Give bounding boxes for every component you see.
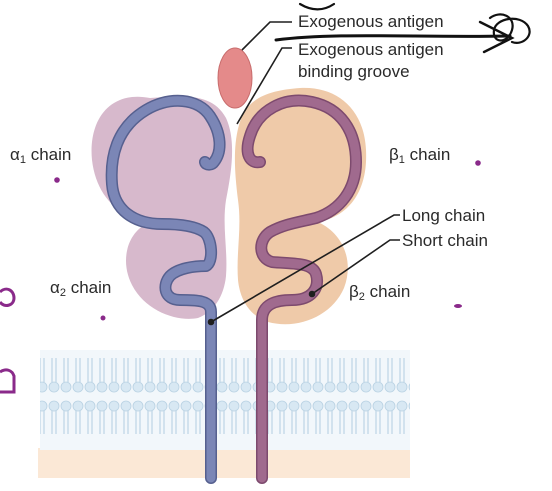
alpha2-sub: 2 [60, 287, 66, 299]
exogenous-antigen-label: Exogenous antigen [298, 12, 444, 31]
beta1-sub: 1 [399, 154, 405, 166]
beta1-chain-label: β1 chain [389, 145, 450, 170]
alpha2-greek: α [50, 278, 60, 297]
binding-groove-label-line2: binding groove [298, 62, 410, 81]
long-chain-label: Long chain [402, 206, 485, 225]
leader-antigen [242, 22, 292, 50]
scribble-top-curve [300, 4, 334, 9]
cell-membrane [40, 350, 410, 450]
beta2-greek: β [349, 282, 359, 301]
beta1-text: chain [410, 145, 451, 164]
alpha1-sub: 1 [20, 154, 26, 166]
beta2-sub: 2 [359, 291, 365, 303]
binding-groove-label-line1: Exogenous antigen [298, 40, 444, 59]
beta2-text: chain [370, 282, 411, 301]
alpha1-greek: α [10, 145, 20, 164]
alpha1-chain-label: α1 chain [10, 145, 71, 170]
alpha2-chain-label: α2 chain [50, 278, 111, 303]
short-chain-label: Short chain [402, 231, 488, 250]
antigen-shape [218, 48, 252, 108]
alpha2-text: chain [71, 278, 112, 297]
alpha1-text: chain [31, 145, 72, 164]
cytoplasm-band [38, 448, 410, 478]
beta1-greek: β [389, 145, 399, 164]
beta2-chain-label: β2 chain [349, 282, 410, 307]
